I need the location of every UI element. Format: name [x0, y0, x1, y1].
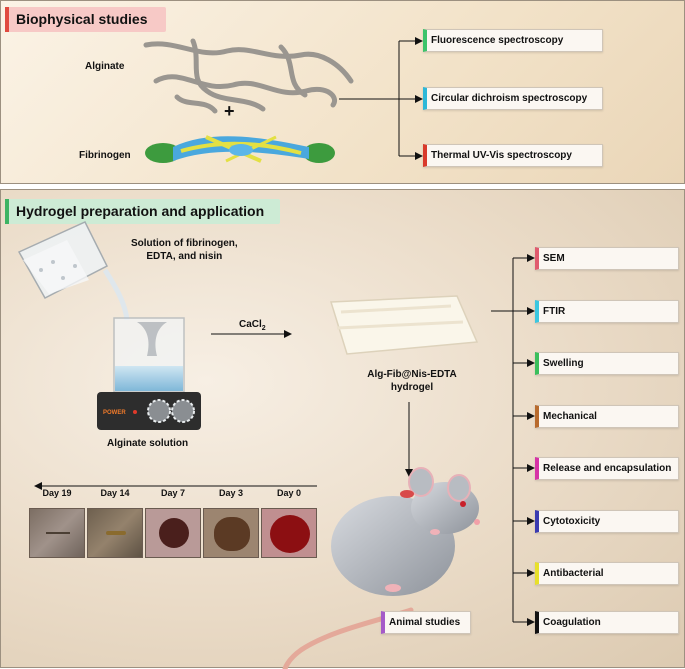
- fibrinogen-protein-illustration: [145, 135, 335, 163]
- product-label-line1: Alg-Fib@Nis-EDTA: [367, 369, 457, 380]
- cacl2-sub: 2: [261, 325, 266, 332]
- wound-photo-day14: [87, 508, 143, 558]
- hydrogel-panel: Hydrogel preparation and application Sol…: [0, 189, 685, 669]
- pouring-glass-illustration: [17, 221, 130, 321]
- technique-thermal-uv-vis: Thermal UV-Vis spectroscopy: [423, 144, 603, 167]
- mouse-illustration: [282, 467, 480, 669]
- alginate-chain-illustration: [143, 38, 354, 114]
- magnetic-stirrer: POWER: [97, 392, 201, 430]
- fibrinogen-label: Fibrinogen: [79, 150, 131, 161]
- char-mechanical: Mechanical: [535, 405, 679, 428]
- char-antibacterial: Antibacterial: [535, 562, 679, 585]
- animal-studies-box: Animal studies: [381, 611, 471, 634]
- wound-photo-day3: [203, 508, 259, 558]
- alginate-solution-label: Alginate solution: [107, 438, 189, 449]
- char-ftir: FTIR: [535, 300, 679, 323]
- solution-label-line1: Solution of fibrinogen,: [131, 238, 238, 249]
- day-label: Day 14: [100, 488, 130, 498]
- plus-sign: +: [224, 101, 235, 121]
- char-swelling: Swelling: [535, 352, 679, 375]
- power-label: POWER: [103, 410, 126, 416]
- beaker-illustration: [113, 317, 185, 393]
- day-label: Day 7: [160, 488, 186, 498]
- day-label: Day 0: [276, 488, 302, 498]
- biophysical-graphics: [143, 37, 423, 163]
- product-label: Alg-Fib@Nis-EDTA hydrogel: [357, 368, 467, 394]
- solution-label: Solution of fibrinogen, EDTA, and nisin: [131, 237, 238, 263]
- biophysical-panel: Biophysical studies Alginate Fibrinogen …: [0, 0, 685, 184]
- hydrogel-graphics: POWER: [17, 221, 535, 669]
- wound-photo-day0: [261, 508, 317, 558]
- cacl2-main: CaCl: [239, 319, 262, 330]
- char-sem: SEM: [535, 247, 679, 270]
- cacl2-label: CaCl2: [239, 319, 266, 332]
- wound-photo-day7: [145, 508, 201, 558]
- alginate-label: Alginate: [85, 61, 125, 72]
- day-label: Day 19: [42, 488, 72, 498]
- technique-fluorescence: Fluorescence spectroscopy: [423, 29, 603, 52]
- day-label: Day 3: [218, 488, 244, 498]
- char-coagulation: Coagulation: [535, 611, 679, 634]
- technique-circular-dichroism: Circular dichroism spectroscopy: [423, 87, 603, 110]
- solution-label-line2: EDTA, and nisin: [146, 251, 223, 262]
- biophysical-title: Biophysical studies: [5, 7, 166, 32]
- char-cytotoxicity: Cytotoxicity: [535, 510, 679, 533]
- product-label-line2: hydrogel: [390, 382, 434, 393]
- char-release: Release and encapsulation: [535, 457, 679, 480]
- wound-photo-day19: [29, 508, 85, 558]
- hydrogel-title: Hydrogel preparation and application: [5, 199, 280, 224]
